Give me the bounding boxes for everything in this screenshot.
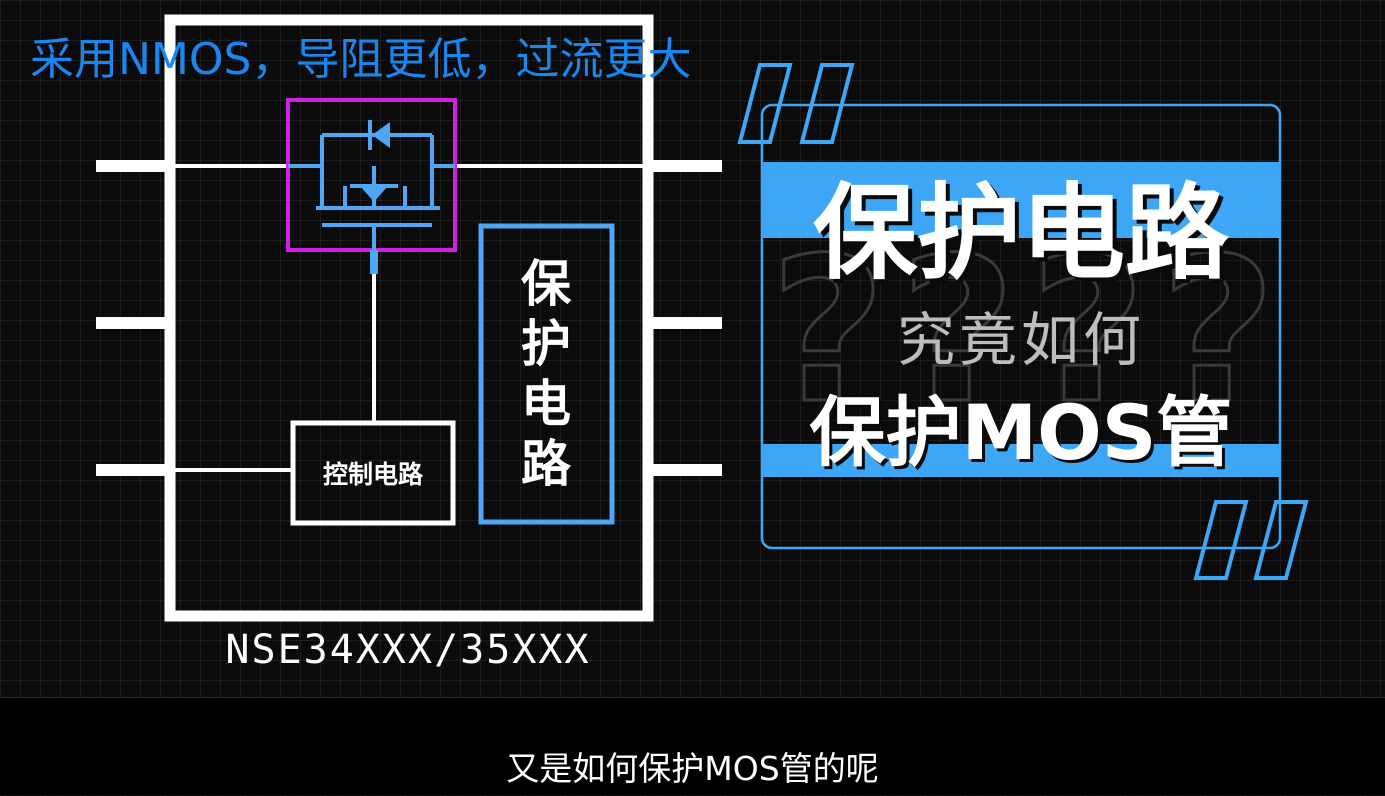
svg-text:?: ? — [900, 215, 1016, 448]
chip-outline — [164, 14, 654, 622]
protection-char-2: 护 — [521, 315, 571, 373]
svg-text:?: ? — [1160, 215, 1276, 448]
title-middle: 究竟如何 — [896, 306, 1145, 374]
body-diode-icon — [360, 186, 388, 202]
chip-part-number: NSE34XXX/35XXX — [225, 627, 591, 673]
control-block-label: 控制电路 — [322, 460, 423, 489]
protection-circuit-block — [478, 223, 615, 525]
title-accent-band-bottom — [762, 444, 1280, 477]
protection-char-1: 保 — [521, 255, 571, 313]
title-main: 保护电路 — [812, 172, 1229, 294]
gate-node — [370, 250, 378, 274]
svg-text:?: ? — [770, 215, 886, 448]
title-sub: 保护MOS管 — [809, 388, 1233, 477]
headline-text: 采用NMOS，导阻更低，过流更大 — [30, 34, 692, 85]
protection-block-label: 保 护 电 路 — [478, 224, 614, 524]
title-card: ? ? ? ? — [737, 63, 1309, 580]
quote-close-icon — [1193, 500, 1309, 580]
svg-text:?: ? — [1030, 215, 1146, 448]
circuit-diagram — [96, 14, 722, 622]
quote-open-icon — [737, 63, 855, 144]
title-accent-band-top — [762, 162, 1280, 238]
question-marks-decoration: ? ? ? ? — [769, 214, 1278, 450]
protection-char-4: 路 — [521, 435, 571, 493]
internal-wires — [168, 164, 648, 472]
mosfet-icon — [288, 120, 455, 270]
subtitle-caption: 又是如何保护MOS管的呢 — [506, 749, 879, 788]
chip-pins — [96, 160, 722, 476]
subtitle-bar — [0, 697, 1385, 795]
diode-arrow-icon — [372, 122, 390, 148]
protection-char-3: 电 — [521, 375, 571, 433]
control-circuit-block — [290, 420, 456, 526]
title-card-frame — [760, 103, 1282, 550]
